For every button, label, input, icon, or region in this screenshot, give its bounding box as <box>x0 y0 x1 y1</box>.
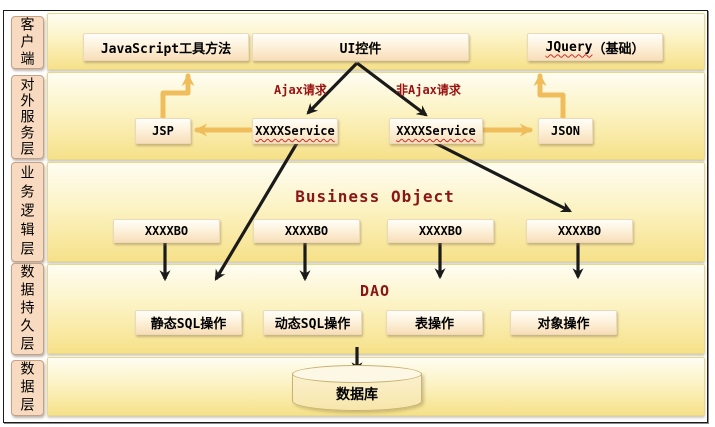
node-table-op: 表操作 <box>386 310 483 335</box>
node-xxxxbo-2: XXXXBO <box>253 219 360 243</box>
layer-label-text: 客户端 <box>19 17 36 68</box>
database-cylinder-top <box>292 365 422 383</box>
node-ui-widget: UI控件 <box>252 33 469 61</box>
band-data-persistence <box>47 264 705 354</box>
label-non-ajax-request: 非Ajax请求 <box>396 83 461 97</box>
title-business-object: Business Object <box>295 187 455 206</box>
node-javascript-utils: JavaScript工具方法 <box>83 33 249 61</box>
node-xxxxservice-right: XXXXService <box>389 118 483 144</box>
layer-label-business-logic: 业务逻辑层 <box>11 162 44 262</box>
node-jsp: JSP <box>135 118 191 144</box>
node-xxxxbo-1: XXXXBO <box>113 219 220 243</box>
node-dynamic-sql-op: 动态SQL操作 <box>263 310 362 335</box>
node-label: （基础） <box>592 41 645 57</box>
node-json: JSON <box>538 118 593 144</box>
node-label: XXXXService <box>255 124 335 138</box>
band-external-service <box>47 72 705 160</box>
node-xxxxservice-left: XXXXService <box>252 118 338 144</box>
layer-label-client: 客户端 <box>11 16 44 69</box>
node-jquery: JQuery（基础） <box>527 33 663 61</box>
layer-label-text: 数据持久层 <box>19 264 36 354</box>
node-xxxxbo-3: XXXXBO <box>387 219 494 243</box>
title-dao: DAO <box>359 282 391 300</box>
layer-label-data: 数据层 <box>11 360 44 416</box>
layer-label-text: 对外服务层 <box>19 77 36 157</box>
layer-label-text: 数据层 <box>19 361 36 415</box>
database-cylinder: 数据库 <box>292 365 422 411</box>
node-static-sql-op: 静态SQL操作 <box>135 310 242 335</box>
label-ajax-request: Ajax请求 <box>274 83 327 97</box>
node-label: XXXXService <box>396 124 476 138</box>
layer-label-text: 业务逻辑层 <box>19 164 36 260</box>
node-xxxxbo-4: XXXXBO <box>526 219 633 243</box>
band-business-logic <box>47 162 705 262</box>
node-object-op: 对象操作 <box>510 310 617 335</box>
database-label: 数据库 <box>336 386 378 402</box>
node-label: UI控件 <box>339 41 382 57</box>
node-label: JQuery <box>545 39 593 55</box>
layer-label-external-service: 对外服务层 <box>11 75 44 159</box>
node-label: JavaScript工具方法 <box>100 41 232 57</box>
layer-label-data-persistence: 数据持久层 <box>11 263 44 355</box>
